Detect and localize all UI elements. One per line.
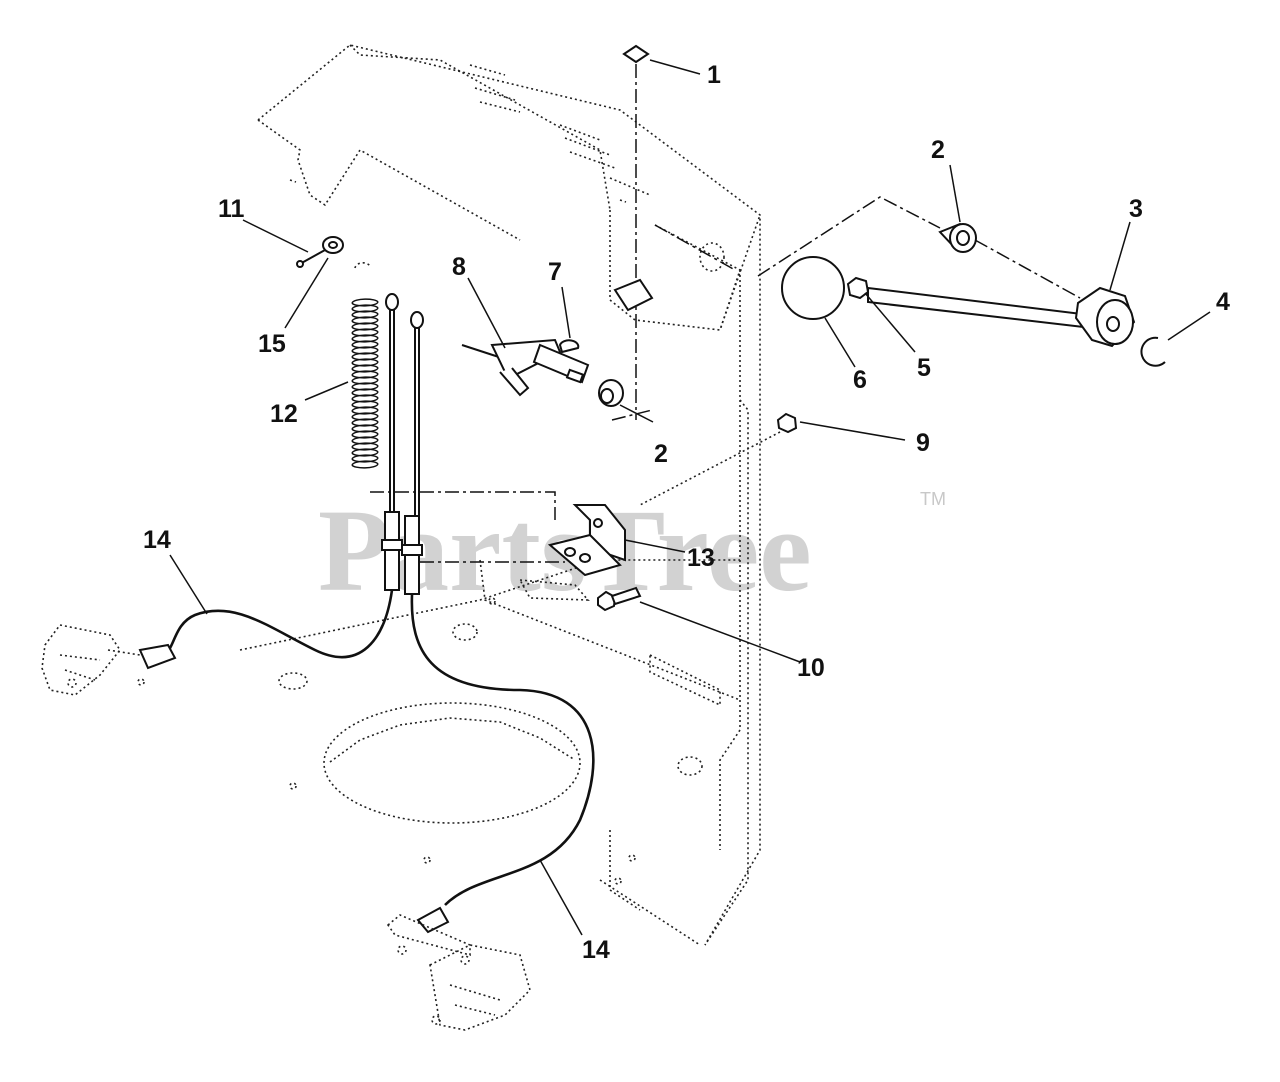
callout-11: 11: [218, 195, 245, 223]
part-5-hex-nut: [846, 276, 870, 300]
part-15-washer: [322, 236, 371, 269]
part-3-lever-arm: [867, 286, 1136, 348]
callout-14-lower: 14: [582, 936, 610, 964]
floor-pan: [239, 559, 741, 946]
pivot-sleeve: [613, 278, 654, 312]
callout-9: 9: [916, 429, 930, 457]
part-10-bolt: [597, 586, 642, 612]
part-1-square-nut: [611, 44, 653, 421]
spring-coils: [351, 298, 379, 469]
watermark-trademark: TM: [920, 489, 946, 509]
callout-14-left: 14: [143, 526, 171, 554]
part-11-cotter-pin: [296, 249, 326, 268]
callout-2-upper: 2: [931, 136, 945, 164]
callout-10: 10: [797, 654, 825, 682]
part-6-knob: [781, 256, 845, 320]
part-2-bushing-lower: [598, 379, 624, 407]
callout-3: 3: [1129, 195, 1143, 223]
callout-6: 6: [853, 366, 867, 394]
part-4-retaining-ring: [1140, 336, 1166, 367]
callout-4: 4: [1216, 288, 1230, 316]
dash-panel: [257, 44, 761, 946]
cable-rods: [370, 293, 565, 595]
callout-12: 12: [270, 400, 298, 428]
part-14-cables: [168, 589, 595, 906]
left-cable-end: [41, 624, 177, 696]
callout-5: 5: [917, 354, 931, 382]
callout-7: 7: [548, 258, 562, 286]
part-8-lever-bracket: [461, 338, 590, 397]
callout-1: 1: [707, 61, 721, 89]
callouts: 1 2 3 4 11 8 7 15 6 5 12 2 9 14 13 10 14: [143, 61, 1230, 964]
part-2-bushing-upper: [938, 222, 977, 253]
callout-15: 15: [258, 330, 286, 358]
part-9-hex-nut: [776, 412, 798, 434]
leader-lines: [169, 59, 1211, 936]
part-13-cable-bracket: [547, 504, 626, 577]
callout-8: 8: [452, 253, 466, 281]
callout-2-lower: 2: [654, 440, 668, 468]
part-7-key: [558, 339, 580, 354]
lower-cable-end: [386, 906, 531, 1031]
callout-13: 13: [687, 544, 715, 572]
part-12-spring: [351, 298, 379, 469]
